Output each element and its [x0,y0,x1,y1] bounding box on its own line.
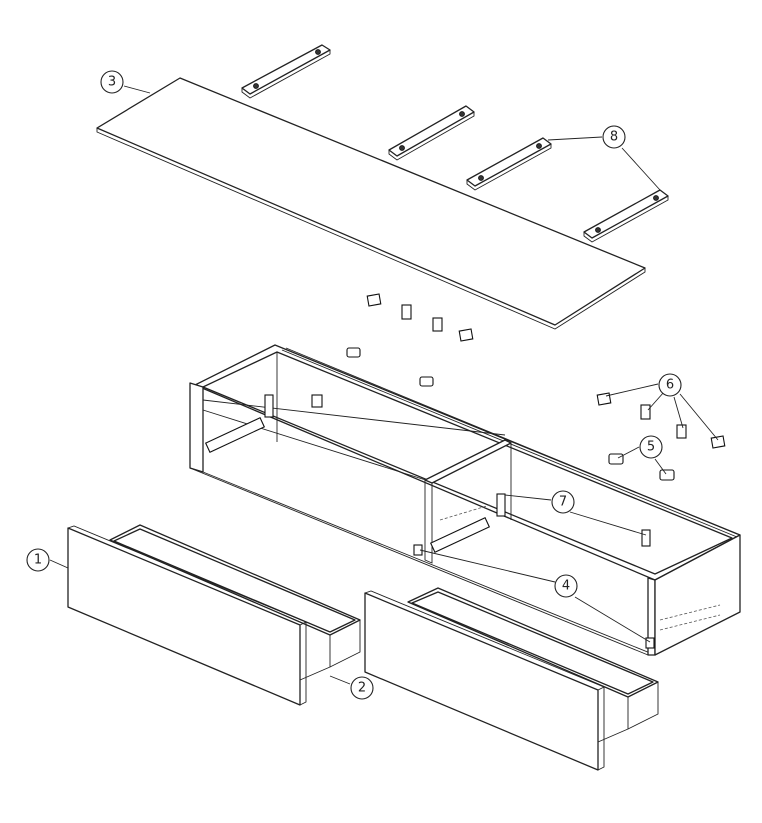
cabinet-carcass [189,344,741,656]
svg-text:6: 6 [666,378,674,393]
callout-1: 1 [26,548,50,572]
callout-7: 7 [551,490,575,514]
top-panel [96,77,646,330]
svg-text:5: 5 [647,440,655,455]
leader-lines [49,85,719,685]
drawer-1 [67,524,361,706]
callout-6: 6 [658,373,682,397]
drawer-2 [364,587,659,771]
svg-text:3: 3 [108,75,116,90]
callout-2: 2 [350,676,374,700]
rail [583,189,669,243]
callout-8: 8 [602,125,626,149]
rail [388,105,475,161]
svg-text:1: 1 [34,553,42,568]
callout-5: 5 [639,435,663,459]
svg-text:2: 2 [358,681,366,696]
svg-text:4: 4 [562,579,570,594]
mounting-rails [241,44,669,243]
svg-text:7: 7 [559,495,567,510]
callout-3: 3 [100,70,124,94]
rail [466,137,552,191]
callout-4: 4 [554,574,578,598]
hardware-fittings [346,293,726,481]
svg-text:8: 8 [610,130,618,145]
rail [241,44,331,99]
